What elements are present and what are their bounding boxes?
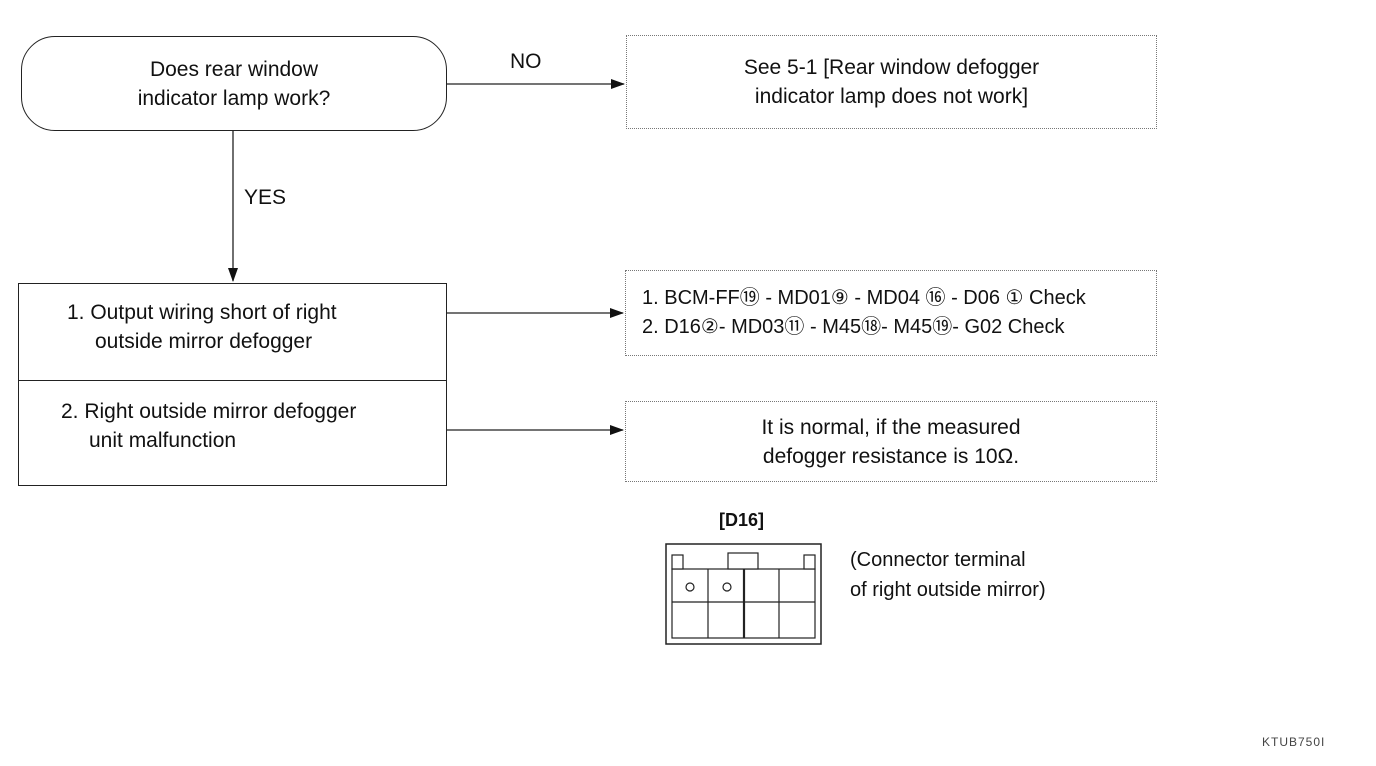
result-no-line-1: See 5-1 [Rear window defogger — [743, 56, 1040, 79]
decision-line-1: Does rear window — [149, 57, 319, 81]
result-see-5-1: See 5-1 [Rear window defogger indicator … — [626, 35, 1157, 129]
decision-rear-window-indicator: Does rear window indicator lamp work? — [21, 36, 447, 131]
causes-box: 1. Output wiring short of right outside … — [18, 283, 447, 486]
result-no-line-2: indicator lamp does not work] — [754, 85, 1029, 108]
connector-latch-right — [803, 554, 816, 570]
cause-output-wiring-short: 1. Output wiring short of right outside … — [19, 298, 446, 356]
connector-latch-top — [727, 552, 759, 570]
normal-result-line-1: It is normal, if the measured — [761, 415, 1021, 439]
connector-pin-1 — [685, 582, 695, 592]
wiring-check-line-2: 2. D16②- MD03⑪ - M45⑱- M45⑲- G02 Check — [642, 316, 1065, 338]
connector-latch-left — [671, 554, 684, 570]
connector-title: [D16] — [719, 510, 765, 530]
connector-d16-diagram — [665, 543, 822, 645]
causes-divider — [19, 380, 446, 381]
cause-2-line-2: unit malfunction — [89, 429, 237, 452]
connector-pin-2 — [722, 582, 732, 592]
wiring-check-line-1: 1. BCM-FF⑲ - MD01⑨ - MD04 ⑯ - D06 ① Chec… — [642, 287, 1086, 309]
normal-result-line-2: defogger resistance is 10Ω. — [762, 444, 1020, 468]
cause-1-line-2: outside mirror defogger — [95, 330, 313, 353]
connector-note-line-2: of right outside mirror) — [850, 579, 1046, 601]
connector-note: (Connector terminal of right outside mir… — [850, 545, 1046, 605]
branch-yes-label: YES — [244, 186, 287, 209]
cause-defogger-unit-malfunction: 2. Right outside mirror defogger unit ma… — [19, 397, 446, 455]
reference-code: KTUB750I — [1262, 735, 1326, 749]
connector-note-line-1: (Connector terminal — [850, 549, 1026, 571]
decision-line-2: indicator lamp work? — [137, 86, 331, 110]
result-normal-resistance: It is normal, if the measured defogger r… — [625, 401, 1157, 482]
branch-no-label: NO — [510, 50, 542, 73]
cause-2-line-1: 2. Right outside mirror defogger — [61, 400, 357, 423]
connector-outer — [665, 543, 822, 645]
cause-1-line-1: 1. Output wiring short of right — [67, 301, 337, 324]
result-wiring-check: 1. BCM-FF⑲ - MD01⑨ - MD04 ⑯ - D06 ① Chec… — [625, 270, 1157, 356]
